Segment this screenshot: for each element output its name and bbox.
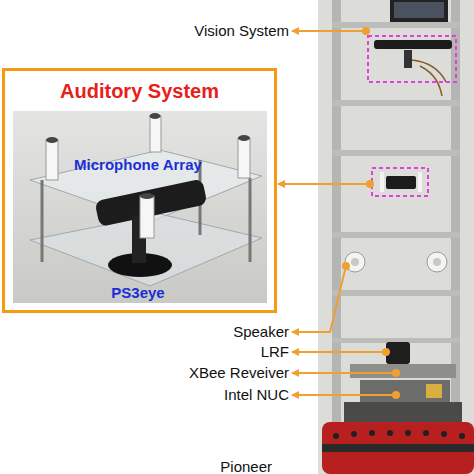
sonar xyxy=(387,430,393,436)
pioneer-bumper xyxy=(322,444,474,452)
inset-background xyxy=(13,111,267,303)
part-label: Speaker xyxy=(69,323,289,341)
xbee-board xyxy=(350,364,456,378)
sonar xyxy=(333,433,339,439)
microphone xyxy=(150,116,161,152)
microphone-tip xyxy=(140,193,154,199)
leader-dot xyxy=(383,349,389,355)
leader-line xyxy=(278,183,288,185)
wires xyxy=(412,60,446,96)
leader-line xyxy=(300,30,366,32)
leader-dot xyxy=(363,28,369,34)
microphone-tip xyxy=(46,137,58,143)
ps3eye-camera xyxy=(386,176,416,189)
threaded-rod xyxy=(41,180,44,262)
leader-line xyxy=(300,372,396,374)
auditory-highlight xyxy=(372,168,428,196)
speaker-cone xyxy=(351,258,359,266)
laptop-deck xyxy=(344,402,462,424)
microphone xyxy=(418,172,422,192)
speaker-cone xyxy=(433,258,441,266)
leader-line xyxy=(292,351,300,353)
camera-mount xyxy=(404,50,412,68)
frame-rail xyxy=(332,0,341,432)
battery xyxy=(426,384,442,398)
microphone xyxy=(380,172,384,192)
microphone xyxy=(140,196,154,238)
inset-photo-box: Microphone ArrayPS3eye xyxy=(13,111,269,303)
depth-camera xyxy=(374,40,452,49)
part-label: Pioneer xyxy=(52,458,272,474)
microphone xyxy=(46,140,58,180)
microphone-tip xyxy=(150,113,161,119)
sonar xyxy=(351,431,357,437)
section-heading: Auditory System xyxy=(5,79,274,103)
part-name: Microphone Array xyxy=(53,155,223,174)
leader-line xyxy=(288,183,370,185)
part-label: LRF xyxy=(69,343,289,361)
microphone xyxy=(238,138,250,178)
sonar xyxy=(369,430,375,436)
part-label: Intel NUC xyxy=(69,386,289,404)
vision-highlight xyxy=(368,36,456,82)
screen-display xyxy=(394,2,444,18)
leader-dot xyxy=(343,263,349,269)
sonar xyxy=(405,430,411,436)
leader-line xyxy=(300,266,346,332)
frame-bar xyxy=(332,100,460,106)
part-label: Vision System xyxy=(69,22,289,40)
frame-bar xyxy=(332,22,460,28)
leader-line xyxy=(292,331,300,333)
leader-lines xyxy=(278,28,399,398)
leader-dot xyxy=(393,370,399,376)
leader-line xyxy=(292,30,300,32)
intel-nuc xyxy=(360,380,450,402)
frame-bar xyxy=(332,232,460,238)
auditory-system-box: Auditory SystemMicrophone ArrayPS3eye xyxy=(2,68,277,313)
speaker xyxy=(427,252,447,272)
inset-photo xyxy=(13,111,267,303)
sonar xyxy=(459,433,465,439)
leader-line xyxy=(292,372,300,374)
leader-line xyxy=(300,394,396,396)
screen xyxy=(390,0,448,22)
part-label: XBee Reveiver xyxy=(69,364,289,382)
sonar xyxy=(441,431,447,437)
robot-photo xyxy=(318,0,474,474)
leader-dot xyxy=(367,181,373,187)
microphone-tip xyxy=(238,135,250,141)
leader-line xyxy=(292,394,300,396)
sonar xyxy=(423,430,429,436)
frame-bar xyxy=(332,290,460,296)
wall xyxy=(318,0,474,474)
leader-dot xyxy=(393,392,399,398)
leader-line xyxy=(300,351,386,353)
frame-bar xyxy=(332,150,460,156)
threaded-rod xyxy=(249,178,252,262)
pioneer-base xyxy=(322,422,474,474)
part-name: PS3eye xyxy=(73,283,203,302)
